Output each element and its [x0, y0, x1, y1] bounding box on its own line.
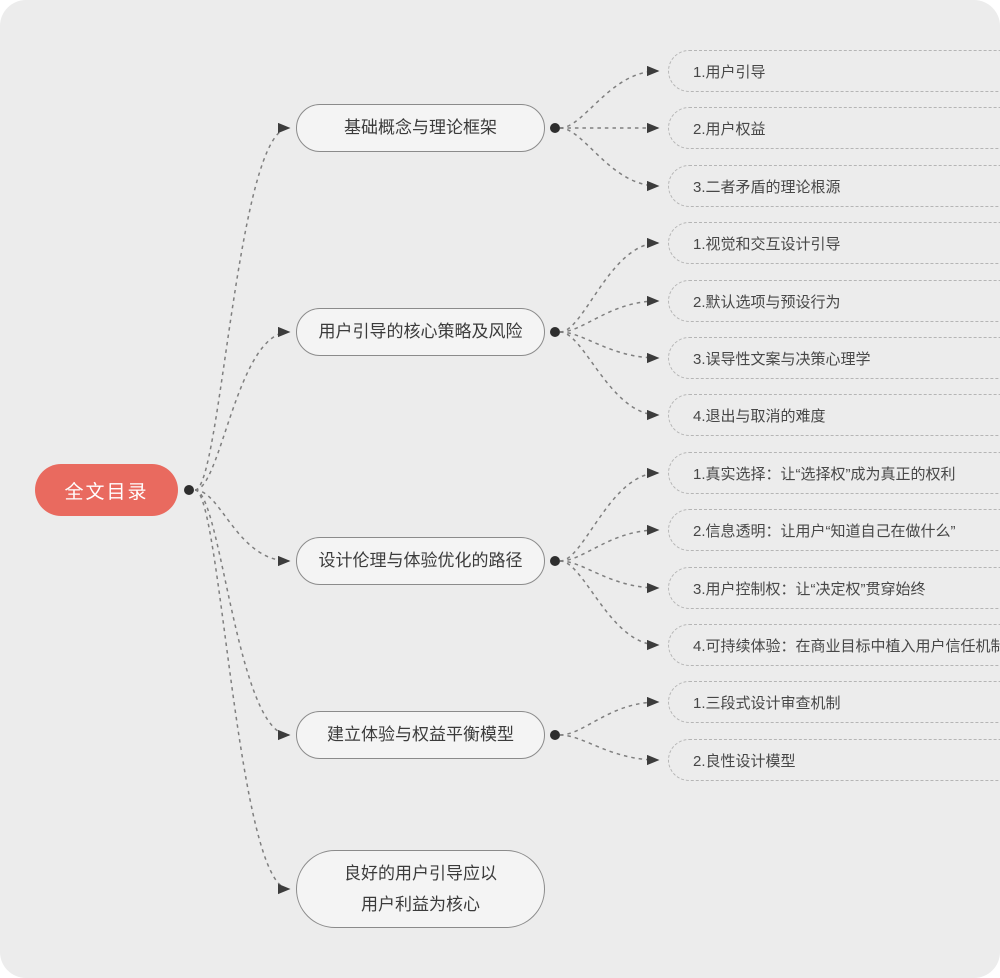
root-node-label: 全文目录 [64, 481, 149, 503]
subtopic-node-2-3[interactable]: 3.误导性文案与决策心理学 [668, 337, 1000, 379]
root-node[interactable]: 全文目录 [35, 464, 178, 516]
branch2-collapse-dot[interactable] [550, 327, 560, 337]
connector-branch1-sub3 [559, 127, 660, 192]
connector-branch3-sub2 [559, 524, 660, 562]
connector-branch2-sub1 [559, 237, 660, 333]
subtopic-label: 3.误导性文案与决策心理学 [693, 350, 871, 368]
subtopic-label: 4.退出与取消的难度 [693, 407, 826, 425]
subtopic-label: 4.可持续体验：在商业目标中植入用户信任机制 [693, 637, 1000, 655]
branch-node-4[interactable]: 建立体验与权益平衡模型 [296, 711, 545, 759]
branch3-collapse-dot[interactable] [550, 556, 560, 566]
connector-root-branch2 [194, 326, 291, 491]
subtopic-node-2-1[interactable]: 1.视觉和交互设计引导 [668, 222, 1000, 264]
subtopic-label: 2.默认选项与预设行为 [693, 293, 841, 311]
branch-node-label: 基础概念与理论框架 [344, 118, 497, 138]
subtopic-node-3-4[interactable]: 4.可持续体验：在商业目标中植入用户信任机制 [668, 624, 1000, 666]
connector-branch2-sub4 [559, 331, 660, 421]
connector-branch4-sub2 [559, 734, 660, 766]
branch-node-1[interactable]: 基础概念与理论框架 [296, 104, 545, 152]
subtopic-node-3-3[interactable]: 3.用户控制权：让“决定权”贯穿始终 [668, 567, 1000, 609]
subtopic-label: 2.良性设计模型 [693, 752, 796, 770]
subtopic-label: 1.用户引导 [693, 63, 766, 81]
connector-root-branch5 [194, 489, 291, 895]
branch-node-3[interactable]: 设计伦理与体验优化的路径 [296, 537, 545, 585]
connector-root-branch1 [194, 122, 291, 491]
branch1-collapse-dot[interactable] [550, 123, 560, 133]
connector-branch2-sub3 [559, 331, 660, 364]
subtopic-node-1-1[interactable]: 1.用户引导 [668, 50, 1000, 92]
subtopic-node-1-2[interactable]: 2.用户权益 [668, 107, 1000, 149]
subtopic-node-3-2[interactable]: 2.信息透明：让用户“知道自己在做什么” [668, 509, 1000, 551]
subtopic-node-1-3[interactable]: 3.二者矛盾的理论根源 [668, 165, 1000, 207]
branch4-collapse-dot[interactable] [550, 730, 560, 740]
subtopic-label: 1.三段式设计审查机制 [693, 694, 841, 712]
subtopic-node-2-2[interactable]: 2.默认选项与预设行为 [668, 280, 1000, 322]
root-collapse-dot[interactable] [184, 485, 194, 495]
connector-branch3-sub4 [559, 560, 660, 651]
subtopic-label: 2.信息透明：让用户“知道自己在做什么” [693, 522, 956, 540]
subtopic-label: 3.二者矛盾的理论根源 [693, 178, 841, 196]
branch-node-5[interactable]: 良好的用户引导应以 用户利益为核心 [296, 850, 545, 928]
connector-root-branch4 [194, 489, 291, 741]
subtopic-label: 3.用户控制权：让“决定权”贯穿始终 [693, 580, 926, 598]
subtopic-label: 1.视觉和交互设计引导 [693, 235, 841, 253]
subtopic-node-2-4[interactable]: 4.退出与取消的难度 [668, 394, 1000, 436]
branch-node-label: 用户引导的核心策略及风险 [318, 322, 523, 342]
connector-branch3-sub3 [559, 560, 660, 594]
connector-branch1-sub1 [559, 65, 660, 129]
branch-node-label: 建立体验与权益平衡模型 [327, 725, 514, 745]
branch-node-2[interactable]: 用户引导的核心策略及风险 [296, 308, 545, 356]
subtopic-label: 2.用户权益 [693, 120, 766, 138]
connector-branch4-sub1 [559, 696, 660, 736]
branch-node-label: 良好的用户引导应以 用户利益为核心 [344, 863, 497, 914]
subtopic-node-4-2[interactable]: 2.良性设计模型 [668, 739, 1000, 781]
branch-node-label: 设计伦理与体验优化的路径 [318, 551, 523, 571]
subtopic-node-4-1[interactable]: 1.三段式设计审查机制 [668, 681, 1000, 723]
subtopic-label: 1.真实选择：让“选择权”成为真正的权利 [693, 465, 956, 483]
connector-root-branch3 [194, 489, 291, 567]
connector-branch2-sub2 [559, 295, 660, 333]
connector-branch3-sub1 [559, 467, 660, 562]
subtopic-node-3-1[interactable]: 1.真实选择：让“选择权”成为真正的权利 [668, 452, 1000, 494]
